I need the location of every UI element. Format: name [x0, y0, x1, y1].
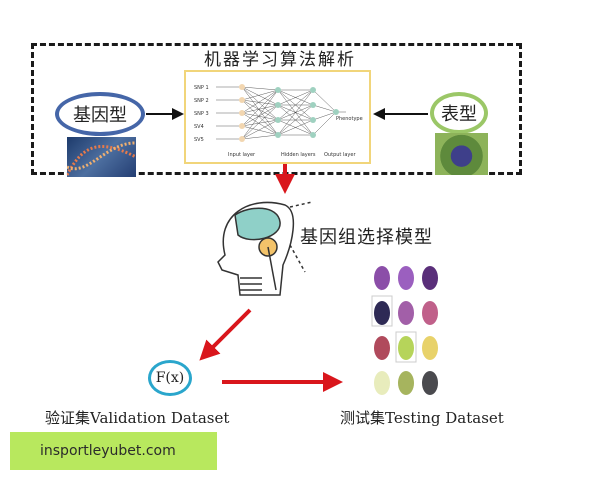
watermark-text: insportleyubet.com: [40, 443, 176, 459]
nn-layer-label: Hidden layers: [281, 152, 316, 158]
nn-layer-label: Output layer: [324, 152, 356, 158]
function-label: F(x): [155, 370, 185, 386]
nn-input-label: SNP 2: [194, 98, 209, 104]
neural-network-graphic: SNP 1 SNP 2 SNP 3 SV4 SV5 Phenotype Inpu…: [194, 84, 363, 158]
function-oval: F(x): [148, 360, 192, 396]
grape-testing-set-image: [371, 266, 438, 395]
genomic-selection-model-label: 基因组选择模型: [300, 227, 433, 248]
grape-vine-image: [435, 133, 488, 175]
ml-analysis-dashed-box: [31, 43, 522, 175]
nn-layer-label: Input layer: [228, 152, 256, 158]
dna-helix-icon: [67, 141, 136, 176]
watermark-link[interactable]: insportleyubet.com: [10, 432, 217, 470]
ml-analysis-title: 机器学习算法解析: [204, 50, 356, 70]
nn-input-label: SV5: [194, 137, 204, 143]
nn-input-label: SNP 1: [194, 85, 209, 91]
robot-head-icon: [217, 201, 313, 296]
nn-output-label: Phenotype: [336, 116, 363, 122]
genotype-oval: 基因型: [55, 92, 145, 136]
dna-image: [67, 137, 136, 177]
neural-network-panel: SNP 1 SNP 2 SNP 3 SV4 SV5 Phenotype Inpu…: [184, 70, 371, 164]
validation-dataset-label: 验证集Validation Dataset: [45, 409, 230, 427]
testing-dataset-label: 测试集Testing Dataset: [340, 409, 504, 427]
genotype-label: 基因型: [73, 105, 127, 126]
nn-input-label: SNP 3: [194, 111, 209, 117]
phenotype-label: 表型: [441, 104, 477, 125]
phenotype-oval: 表型: [430, 92, 488, 134]
nn-input-label: SV4: [194, 124, 204, 130]
model-to-fx-arrow: [199, 308, 252, 361]
